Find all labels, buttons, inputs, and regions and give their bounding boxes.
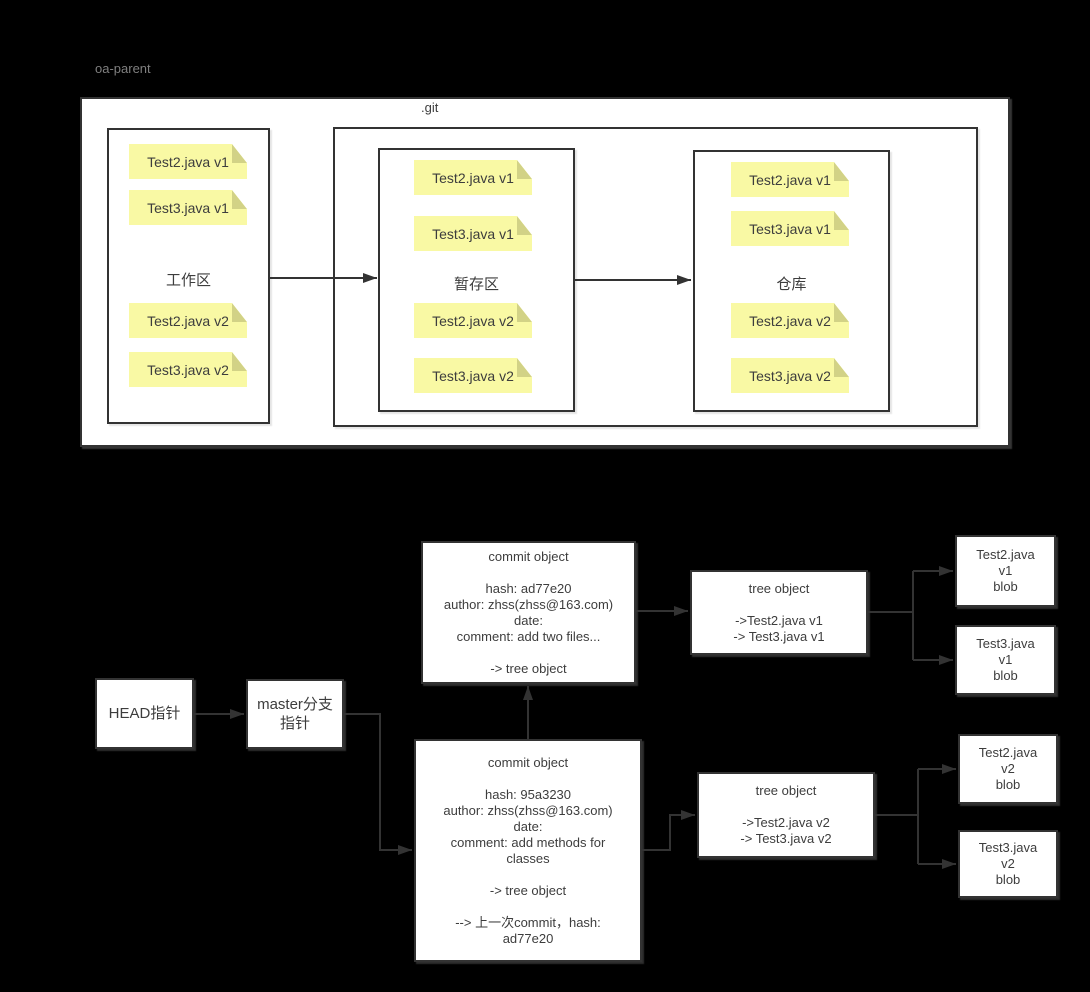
arrow-master-to-commit2	[344, 713, 412, 855]
commit-object-1: commit object hash: ad77e20 author: zhss…	[421, 541, 636, 684]
connector-tree1-split	[868, 571, 914, 660]
blob-version: v1	[998, 563, 1013, 578]
commit1-title: commit object	[488, 548, 569, 564]
connector-tree2-split	[875, 769, 919, 864]
commit1-tree-ref: -> tree object	[490, 660, 567, 676]
blob-file-name: Test2.java	[978, 745, 1038, 760]
blob-file-name: Test2.java	[976, 547, 1035, 562]
tree2-entry-2: -> Test3.java v2	[740, 831, 832, 846]
commit2-date: date:	[513, 818, 543, 834]
commit-object-2: commit object hash: 95a3230 author: zhss…	[414, 739, 642, 962]
sticky-note: Test3.java v2	[414, 358, 532, 393]
tree-object-2: tree object ->Test2.java v2 -> Test3.jav…	[697, 772, 875, 858]
commit2-title: commit object	[487, 754, 569, 770]
blob-file-name: Test3.java	[976, 636, 1035, 651]
commit1-comment: comment: add two files...	[456, 628, 601, 644]
tree2-entry-1: ->Test2.java v2	[742, 815, 830, 830]
master-pointer-label-line1: master分支	[257, 696, 333, 713]
commit1-hash: hash: ad77e20	[485, 580, 572, 596]
blob-type: blob	[993, 579, 1018, 594]
master-pointer-box: master分支 指针	[246, 679, 344, 749]
sticky-note: Test2.java v1	[731, 162, 849, 197]
blob-type: blob	[995, 872, 1021, 887]
master-pointer-label-line2: 指针	[279, 715, 310, 732]
blob-test3-v2: Test3.java v2 blob	[958, 830, 1058, 898]
repository-area-label: 仓库	[776, 276, 807, 293]
arrow-commit2-to-tree2	[642, 810, 695, 851]
commit2-tree-ref: -> tree object	[489, 882, 567, 898]
commit1-author: author: zhss(zhss@163.com)	[443, 596, 614, 612]
sticky-note: Test2.java v1	[414, 160, 532, 195]
blob-version: v1	[998, 652, 1013, 667]
blob-type: blob	[993, 668, 1018, 683]
commit2-comment-line1: comment: add methods for	[450, 834, 606, 850]
tree1-title: tree object	[748, 580, 810, 596]
head-pointer-box: HEAD指针	[95, 678, 194, 749]
sticky-note: Test3.java v2	[731, 358, 849, 393]
blob-version: v2	[1001, 761, 1015, 776]
sticky-note: Test2.java v2	[414, 303, 532, 338]
blob-file-name: Test3.java	[978, 840, 1038, 855]
commit1-date: date:	[514, 612, 543, 628]
commit2-comment-line2: classes	[506, 850, 550, 866]
working-area-label: 工作区	[165, 272, 211, 289]
blob-type: blob	[995, 777, 1021, 792]
blob-test3-v1: Test3.java v1 blob	[955, 625, 1056, 695]
sticky-note: Test3.java v2	[129, 352, 247, 387]
sticky-note: Test3.java v1	[414, 216, 532, 251]
head-pointer-label: HEAD指针	[108, 705, 181, 722]
blob-version: v2	[1001, 856, 1015, 871]
commit2-author: author: zhss(zhss@163.com)	[443, 802, 613, 818]
tree1-entry-1: ->Test2.java v1	[735, 612, 823, 628]
git-folder-label: .git	[421, 100, 439, 115]
tree2-title: tree object	[755, 783, 817, 798]
blob-test2-v1: Test2.java v1 blob	[955, 535, 1056, 607]
sticky-note: Test2.java v2	[129, 303, 247, 338]
commit2-hash: hash: 95a3230	[484, 786, 572, 802]
sticky-note: Test3.java v1	[129, 190, 247, 225]
commit2-parent-ref-line1: --> 上一次commit，hash:	[455, 914, 601, 930]
sticky-note: Test2.java v2	[731, 303, 849, 338]
sticky-note: Test2.java v1	[129, 144, 247, 179]
project-label: oa-parent	[95, 61, 151, 76]
staging-area-label: 暂存区	[453, 276, 499, 293]
tree1-entry-2: -> Test3.java v1	[733, 628, 825, 644]
blob-test2-v2: Test2.java v2 blob	[958, 734, 1058, 804]
tree-object-1: tree object ->Test2.java v1 -> Test3.jav…	[690, 570, 868, 655]
commit2-parent-ref-line2: ad77e20	[502, 930, 554, 946]
sticky-note: Test3.java v1	[731, 211, 849, 246]
